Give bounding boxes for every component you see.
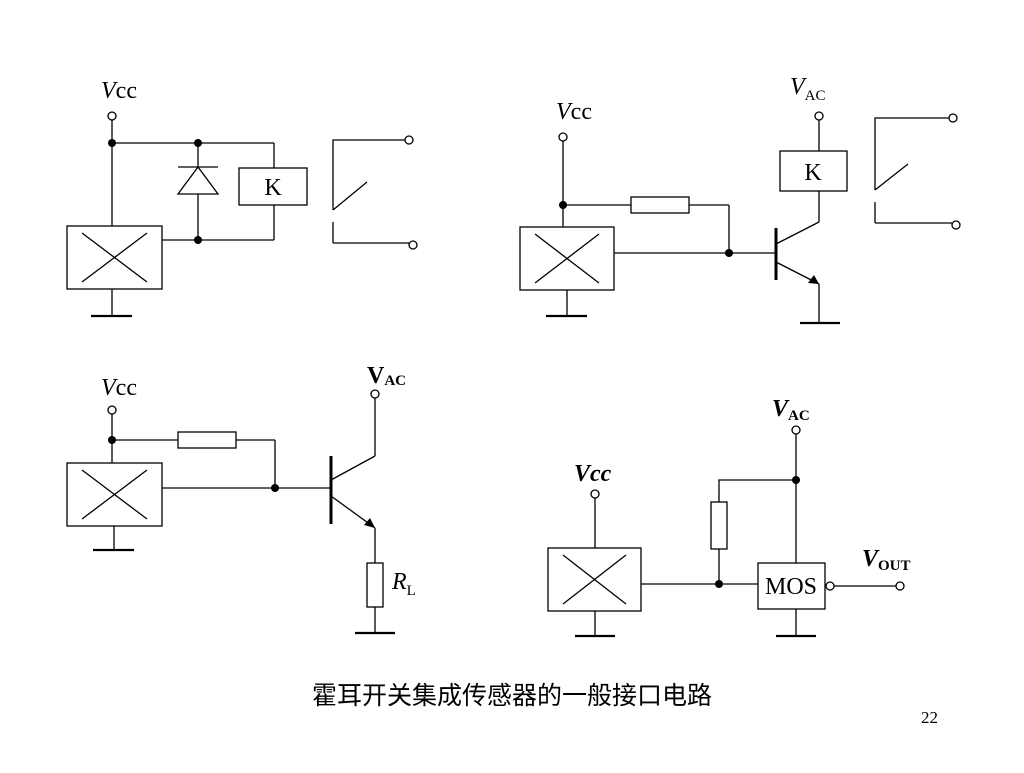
c2-vcc-label: Vcc	[556, 99, 592, 125]
c3-rl-label: RL	[391, 569, 416, 599]
diagram-caption: 霍耳开关集成传感器的一般接口电路	[311, 681, 712, 710]
c2-vac-label: VAC	[790, 74, 826, 104]
c2-switch-terminal	[951, 220, 961, 230]
c3-vcc-terminal	[107, 405, 117, 415]
c3-junction	[271, 484, 279, 492]
c2-switch-terminal	[948, 113, 958, 123]
c4-mos-block	[757, 562, 826, 610]
c4-vac-terminal	[791, 425, 801, 435]
page-number: 22	[921, 708, 938, 727]
c2-resistor	[630, 196, 690, 214]
circuit-transistor-relay: Vcc K VAC	[519, 74, 961, 325]
c3-hall-sensor	[66, 462, 163, 527]
c4-mos-label: MOS	[765, 574, 817, 600]
c4-pullup-resistor	[710, 501, 728, 550]
c2-junction	[725, 249, 733, 257]
c3-load-resistor	[366, 562, 384, 608]
c1-switch-terminal	[408, 240, 418, 250]
c2-relay-coil	[779, 150, 848, 192]
c3-vac-label: VAC	[367, 363, 406, 389]
c2-switch-blade	[874, 163, 909, 191]
c3-resistor	[177, 431, 237, 449]
c2-vac-terminal	[814, 111, 824, 121]
c1-junction	[194, 236, 202, 244]
c1-diode	[176, 165, 220, 195]
c4-vout-label: VOUT	[862, 546, 911, 574]
circuit-transistor-load: Vcc VAC RL	[66, 363, 416, 635]
c1-switch-terminal	[404, 135, 414, 145]
c2-vcc-terminal	[558, 132, 568, 142]
c1-vcc-terminal	[107, 111, 117, 121]
circuit-relay-diode: Vcc K	[66, 78, 418, 318]
circuit-mos-output: Vcc VAC MOS VOUT	[547, 396, 911, 638]
c1-relay-label: K	[264, 175, 282, 201]
c3-vcc-label: Vcc	[101, 375, 137, 401]
c4-vac-label: VAC	[772, 396, 810, 424]
c1-vcc-label: Vcc	[101, 78, 137, 104]
c4-vout-terminal	[895, 581, 905, 591]
c1-switch-blade	[332, 181, 368, 211]
c3-vac-terminal	[370, 389, 380, 399]
c4-vcc-label: Vcc	[574, 461, 612, 487]
c2-relay-label: K	[804, 160, 822, 186]
c4-vcc-terminal	[590, 489, 600, 499]
c1-relay-coil	[238, 167, 308, 206]
c1-junction	[108, 139, 116, 147]
c4-inverter-bubble	[825, 581, 835, 591]
